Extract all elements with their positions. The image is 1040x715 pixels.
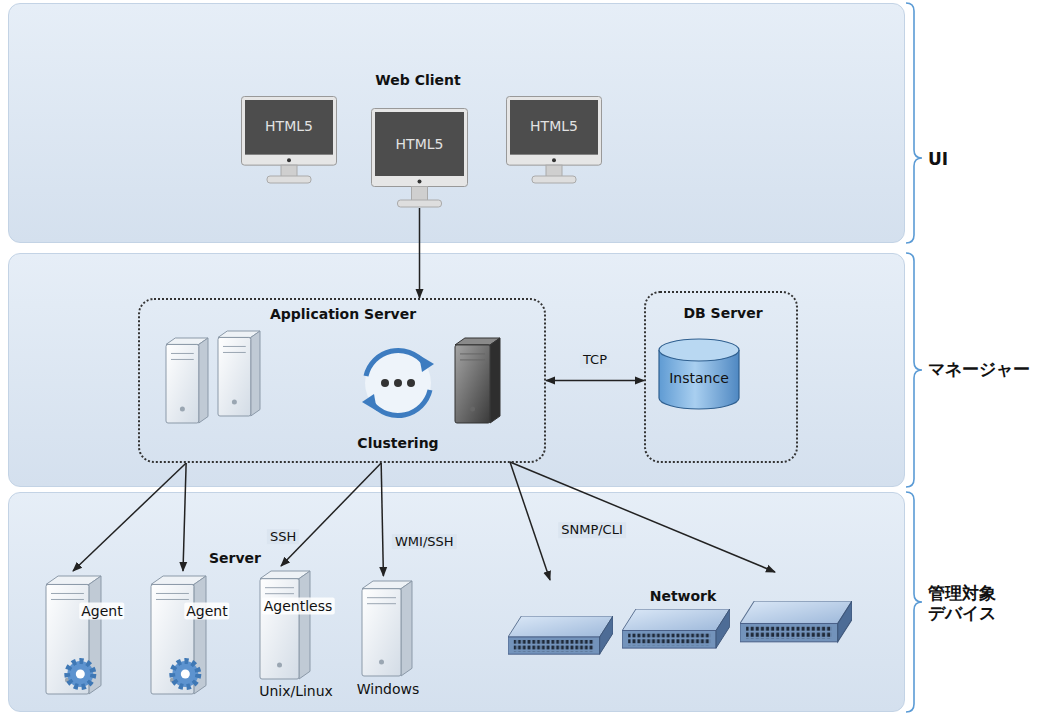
node-label: Clustering — [357, 435, 438, 452]
protocol-label: SSH — [267, 529, 299, 545]
node-label: Agent — [79, 603, 124, 620]
node-label: HTML5 — [396, 136, 444, 153]
connector — [546, 380, 644, 382]
monitor: HTML5 — [371, 108, 468, 208]
server-icon — [260, 571, 310, 679]
server: Windows — [346, 576, 431, 701]
node-illustration — [241, 96, 337, 184]
node-label: Application Server — [270, 306, 416, 323]
group-title: Web Client — [375, 72, 460, 89]
cluster-cycle — [362, 350, 434, 416]
node-illustration — [140, 300, 548, 465]
node-label: Agentless — [262, 598, 335, 615]
connector — [419, 208, 421, 298]
layer-label: マネージャー — [928, 359, 1030, 379]
server-icon — [455, 338, 500, 423]
connector — [73, 463, 186, 571]
server: AgentlessUnix/Linux — [246, 566, 346, 701]
protocol-label: WMI/SSH — [392, 534, 457, 550]
monitor-icon — [372, 109, 468, 208]
node-illustration — [506, 96, 602, 184]
server-group: DB ServerInstance — [644, 291, 798, 463]
server-group: Application ServerClustering — [138, 298, 546, 463]
server-icon — [46, 576, 101, 694]
monitor: HTML5 — [241, 96, 337, 184]
band-bracket — [906, 3, 922, 712]
server: Agent — [36, 571, 136, 701]
server: Agent — [141, 571, 241, 701]
node-illustration — [141, 571, 241, 701]
layer-band: UIHTML5HTML5HTML5 — [8, 3, 905, 243]
database-cylinder — [659, 339, 739, 409]
protocol-label: SNMP/CLI — [558, 522, 626, 538]
server-icon — [166, 338, 208, 423]
monitor: HTML5 — [506, 96, 602, 184]
node-label: Unix/Linux — [259, 683, 333, 700]
protocol-label: TCP — [580, 353, 610, 369]
server-icon — [218, 331, 260, 416]
node-label: DB Server — [683, 305, 762, 322]
node-label: HTML5 — [530, 118, 578, 135]
layer-label: 管理対象 デバイス — [928, 583, 1006, 624]
node-label: Instance — [669, 370, 729, 387]
database-instance: Instance — [656, 338, 742, 412]
snmp-arrow — [510, 462, 775, 580]
node-illustration — [371, 108, 468, 208]
node-label: HTML5 — [265, 118, 313, 135]
connector — [183, 463, 186, 571]
connector — [281, 463, 381, 566]
layer-band: マネージャーApplication ServerClusteringDB Ser… — [8, 253, 905, 487]
node-illustration — [246, 566, 346, 701]
server-icon — [151, 576, 206, 694]
node-illustration — [36, 571, 136, 701]
layer-label: UI — [928, 149, 948, 169]
node-label: Windows — [357, 681, 420, 698]
node-label: Agent — [184, 603, 229, 620]
monitor-icon — [242, 97, 337, 184]
monitor-icon — [507, 97, 602, 184]
connector — [381, 463, 383, 576]
network-switch — [508, 601, 852, 654]
group-title: Server — [209, 550, 261, 567]
server-icon — [362, 581, 412, 676]
group-title: Network — [650, 588, 717, 605]
